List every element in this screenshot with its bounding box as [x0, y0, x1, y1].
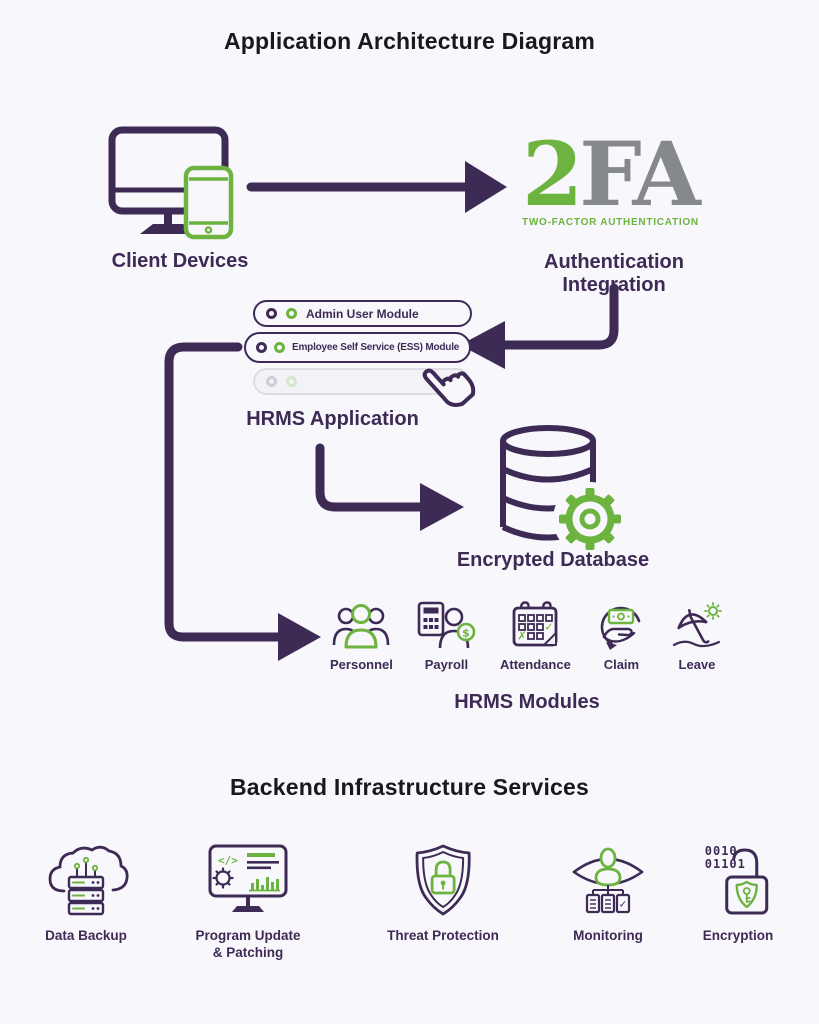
module-pill-ess: Employee Self Service (ESS) Module [244, 332, 471, 363]
leave-icon [672, 602, 722, 648]
arrow-client-to-auth [246, 161, 507, 213]
threat-protection-icon [415, 844, 471, 916]
encrypted-database-icon [500, 425, 627, 556]
svg-text:</>: </> [218, 854, 238, 867]
arrow-auth-to-hrms [460, 283, 619, 369]
radio-ring-green-icon [286, 308, 297, 319]
client-devices-icon [108, 126, 234, 240]
module-pill-admin-label: Admin User Module [306, 306, 419, 321]
2fa-logo-2: 2 [522, 122, 583, 226]
claim-icon [601, 606, 641, 650]
radio-ring-green-icon [274, 342, 285, 353]
backend-item-threat-protection: Threat Protection [387, 840, 499, 945]
svg-text:0010: 0010 [705, 844, 738, 858]
hrms-module-personnel: Personnel [330, 597, 393, 672]
page-title: Application Architecture Diagram [223, 28, 596, 54]
personnel-icon [333, 604, 390, 649]
2fa-logo: 2FA TWO-FACTOR AUTHENTICATION [522, 130, 712, 228]
hand-pointer-icon [422, 368, 476, 408]
radio-ring-purple-icon [256, 342, 267, 353]
2fa-logo-caption: TWO-FACTOR AUTHENTICATION [522, 217, 699, 228]
encryption-icon: 0010 01101 [705, 844, 769, 915]
svg-text:✓: ✓ [619, 900, 627, 911]
encrypted-database-label: Encrypted Database [456, 549, 650, 571]
svg-text:✗: ✗ [518, 630, 527, 643]
module-pill-admin: Admin User Module [253, 300, 472, 327]
auth-integration-label: Authentication Integration [544, 251, 684, 296]
client-devices-label: Client Devices [111, 250, 249, 272]
svg-text:$: $ [463, 627, 471, 640]
hrms-module-attendance: ✓ ✗ Attendance [500, 597, 571, 672]
radio-ring-faded-green-icon [286, 376, 297, 387]
hrms-modules-row: Personnel $ Payroll [330, 597, 722, 672]
backend-item-encryption: 0010 01101 Encryption [702, 844, 774, 943]
monitoring-icon: ✓ [572, 847, 644, 914]
gear-icon [553, 482, 627, 556]
backend-item-monitoring: ✓ Monitoring [570, 840, 646, 945]
radio-ring-grey-icon [266, 376, 277, 387]
backend-item-program-update: </> Program Update & Pa [192, 840, 304, 962]
program-update-icon: </> [208, 844, 288, 912]
data-backup-icon [48, 845, 129, 916]
backend-item-data-backup: Data Backup [43, 840, 129, 945]
2fa-logo-fa: FA [579, 122, 701, 226]
hrms-module-payroll: $ Payroll [417, 597, 476, 672]
svg-text:✓: ✓ [545, 621, 554, 634]
payroll-icon: $ [418, 601, 476, 649]
hrms-application-label: HRMS Application [246, 408, 419, 430]
attendance-icon: ✓ ✗ [513, 601, 558, 647]
hrms-module-leave: Leave [672, 597, 722, 672]
arrow-hrms-to-database [315, 443, 464, 531]
hrms-module-claim: Claim [595, 597, 647, 672]
backend-section-title: Backend Infrastructure Services [229, 774, 590, 800]
hrms-modules-title: HRMS Modules [454, 691, 600, 713]
arrow-hrms-to-modules [164, 342, 321, 661]
svg-text:01101: 01101 [705, 857, 746, 871]
radio-ring-purple-icon [266, 308, 277, 319]
module-pill-ess-label: Employee Self Service (ESS) Module [292, 342, 460, 353]
